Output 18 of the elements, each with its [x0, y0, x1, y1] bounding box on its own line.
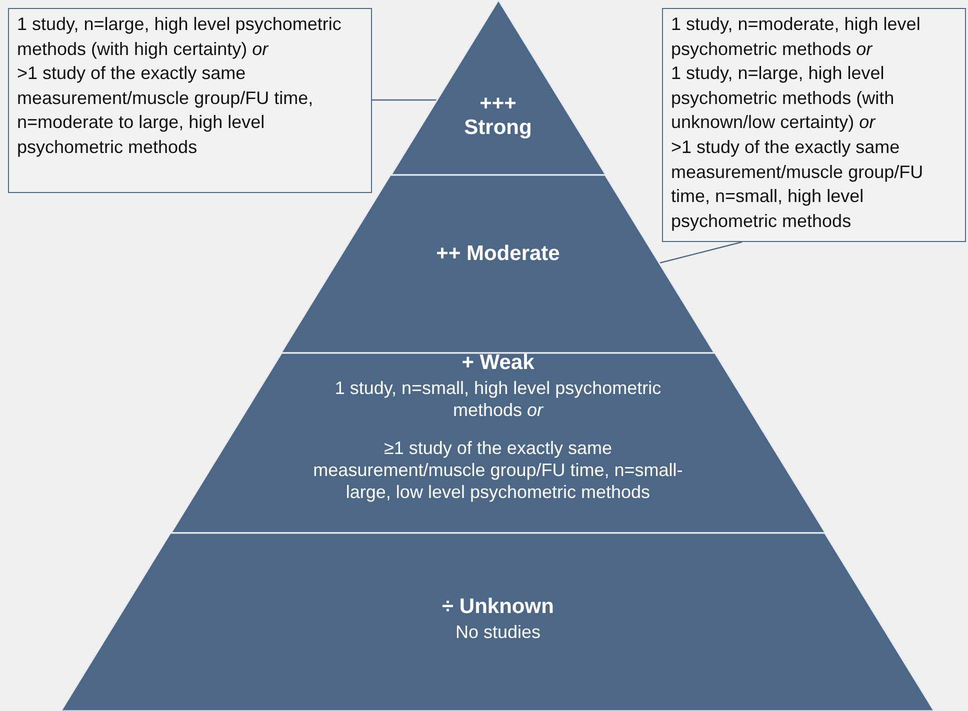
- tier-description: No studies: [454, 621, 542, 643]
- callout-text: >1 study of the exactly same measurement/muscle group/FU time, n=small, high level psychometric methods: [671, 136, 924, 233]
- tier-description: ≥1 study of the exactly same measurement/muscle group/FU time, n=small-large, low level psychometric methods: [312, 437, 684, 503]
- tier-heading: ÷ Unknown: [441, 595, 555, 619]
- tier-description: 1 study, n=small, high level psychometric methods or: [334, 377, 662, 421]
- leader-line: [659, 241, 742, 264]
- tier-heading: +++ Strong: [463, 92, 533, 140]
- callout-text: >1 study of the exactly same measurement/muscle group/FU time, n=moderate to large, high level psychometric methods: [17, 62, 314, 159]
- leader-line: [372, 99, 437, 101]
- callout-text: 1 study, n=large, high level psychometric methods (with high certainty) or: [17, 13, 342, 61]
- callout-text: 1 study, n=moderate, high level psychometric methods or: [671, 13, 922, 61]
- pyramid-tier: [170, 353, 826, 533]
- callout-box: [662, 8, 966, 242]
- callout-box: [8, 8, 372, 193]
- pyramid-tier: [61, 533, 935, 711]
- tier-heading: + Weak: [460, 351, 536, 375]
- callout-text: 1 study, n=large, high level psychometric methods (with unknown/low certainty) or: [671, 62, 896, 134]
- tier-heading: ++ Moderate: [435, 242, 561, 266]
